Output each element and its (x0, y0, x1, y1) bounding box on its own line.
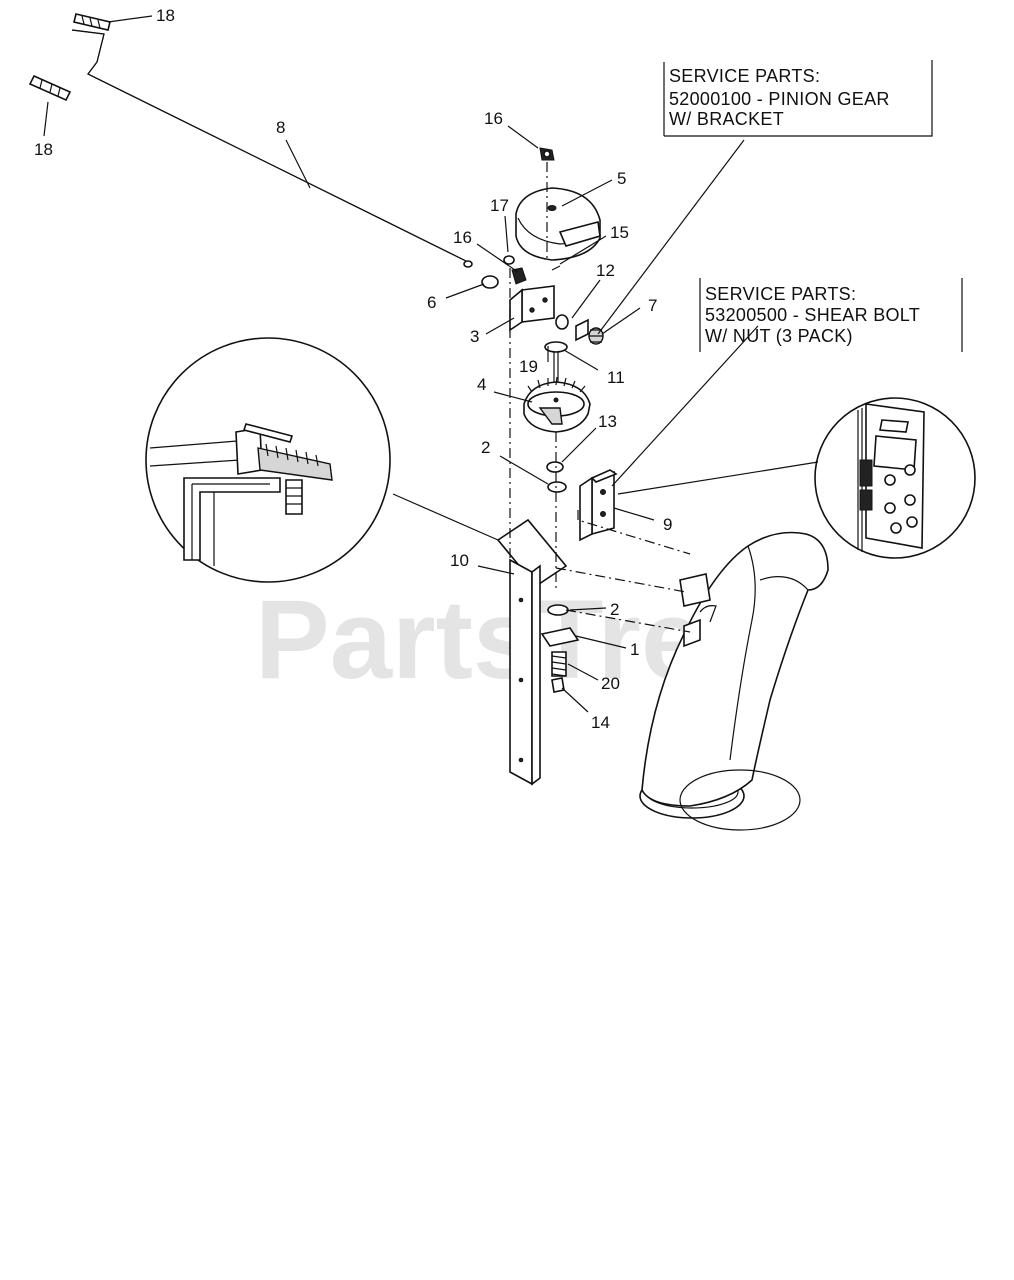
callout-2: 2 (610, 600, 619, 619)
leader-lines (43, 15, 759, 713)
callout-4: 4 (477, 375, 486, 394)
callout-5: 5 (617, 169, 626, 188)
assembly-lines (392, 162, 819, 633)
callout-16: 16 (484, 109, 503, 128)
support-bracket (496, 518, 568, 786)
washer-13 (546, 461, 564, 473)
detail-circle-right (814, 397, 976, 559)
callout-10: 10 (450, 551, 469, 570)
chute-cap (515, 187, 601, 261)
callout-19: 19 (519, 357, 538, 376)
fastener-17 (503, 255, 527, 285)
pinion-gear (555, 314, 604, 345)
callout-8: 8 (276, 118, 285, 137)
ring-gear (523, 376, 591, 433)
callout-20: 20 (601, 674, 620, 693)
service-box-shear-line2: 53200500 - SHEAR BOLT (705, 305, 920, 325)
hair-clip-upper (73, 13, 111, 31)
callout-12: 12 (596, 261, 615, 280)
service-box-pinion-line3: W/ BRACKET (669, 109, 784, 129)
crank-rod (71, 29, 473, 268)
callout-3: 3 (470, 327, 479, 346)
spring-clip-1 (540, 627, 580, 647)
shear-bolt-bracket (579, 469, 618, 542)
detail-circle-left (145, 337, 391, 583)
washer-6 (481, 275, 499, 289)
callout-14: 14 (591, 713, 610, 732)
callout-6: 6 (427, 293, 436, 312)
pin-15 (551, 265, 561, 271)
callout-13: 13 (598, 412, 617, 431)
nut-14 (551, 677, 565, 693)
callout-17: 17 (490, 196, 509, 215)
service-box-shear: SERVICE PARTS: 53200500 - SHEAR BOLT W/ … (699, 278, 963, 352)
pinion-bracket (509, 285, 555, 332)
service-box-shear-line1: SERVICE PARTS: (705, 284, 856, 304)
callout-9: 9 (663, 515, 672, 534)
callout-18: 18 (156, 6, 175, 25)
hair-clip-lower (28, 74, 72, 102)
callout-2: 2 (481, 438, 490, 457)
callout-labels: 18 18 8 16 5 17 16 15 12 6 7 3 19 11 4 1… (34, 6, 672, 732)
washer-2-lower (547, 604, 569, 616)
callout-16: 16 (453, 228, 472, 247)
service-box-pinion-line2: 52000100 - PINION GEAR (669, 89, 890, 109)
callout-1: 1 (630, 640, 639, 659)
callout-18: 18 (34, 140, 53, 159)
callout-15: 15 (610, 223, 629, 242)
spring-20 (551, 651, 567, 677)
service-box-pinion: SERVICE PARTS: 52000100 - PINION GEAR W/… (663, 60, 933, 137)
washer-2-upper (547, 481, 567, 493)
callout-11: 11 (607, 368, 625, 387)
service-box-pinion-line1: SERVICE PARTS: (669, 66, 820, 86)
screw-upper (539, 147, 555, 161)
service-box-shear-line3: W/ NUT (3 PACK) (705, 326, 853, 346)
callout-7: 7 (648, 296, 657, 315)
discharge-chute (639, 531, 829, 831)
